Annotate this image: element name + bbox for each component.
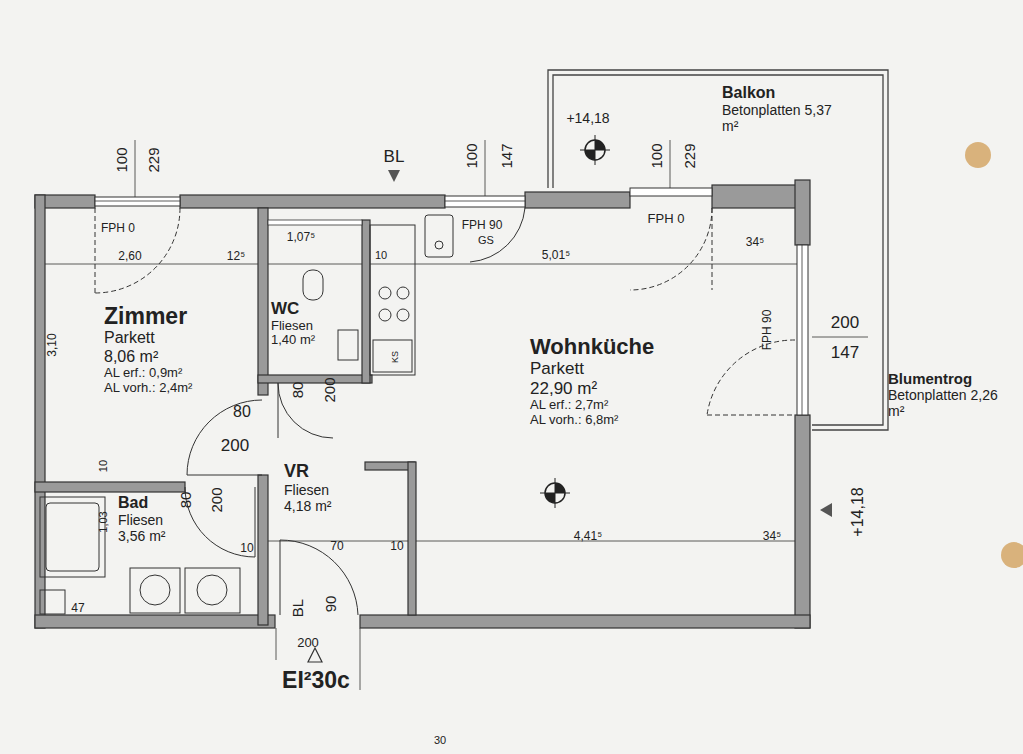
room-info: AL vorh.: 2,4m² — [104, 381, 195, 396]
room-label: VRFliesen4,18 m² — [284, 461, 334, 514]
dimension-label: 229 — [146, 147, 161, 172]
dimension-label: 10 — [390, 540, 403, 552]
dimension-label: GS — [478, 235, 494, 246]
room-name: VR — [284, 461, 334, 482]
dimension-label: BL — [290, 599, 305, 617]
dimension-label: FPH 0 — [648, 212, 685, 225]
room-label: WohnkücheParkett22,90 m²AL erf.: 2,7m²AL… — [530, 334, 657, 428]
room-info: AL erf.: 2,7m² — [530, 398, 657, 413]
dimension-label: 147 — [499, 143, 514, 168]
dimension-label: 4,41⁵ — [574, 530, 602, 542]
dimension-label: 3,10 — [46, 333, 58, 356]
room-label: ZimmerParkett8,06 m²AL erf.: 0,9m²AL vor… — [104, 303, 195, 396]
room-label: WCFliesen1,40 m² — [271, 299, 318, 348]
dimension-label: 200 — [209, 487, 224, 512]
room-info: Betonplatten 5,37 m² — [722, 102, 842, 134]
dimension-label: 1,03 — [98, 511, 109, 532]
dimension-label: KS — [391, 351, 400, 363]
dimension-label: 12⁵ — [227, 250, 245, 262]
room-info: 4,18 m² — [284, 498, 334, 514]
dimension-label: 80 — [290, 382, 305, 399]
room-name: Balkon — [722, 84, 842, 102]
room-info: 1,40 m² — [271, 333, 318, 348]
room-info: 8,06 m² — [104, 348, 195, 366]
dimension-label: 1,07⁵ — [287, 231, 315, 243]
dimension-label: 229 — [682, 143, 697, 168]
dimension-label: 200 — [831, 314, 859, 331]
room-name: Wohnküche — [530, 334, 657, 359]
room-name: Bad — [118, 494, 168, 512]
room-info: AL erf.: 0,9m² — [104, 366, 195, 381]
room-info: Fliesen — [284, 482, 334, 498]
dimension-label: 100 — [649, 143, 664, 168]
dimension-label: 100 — [114, 147, 129, 172]
dimension-label: 200 — [297, 636, 319, 649]
dimension-label: 80 — [233, 404, 251, 420]
room-info: 3,56 m² — [118, 528, 168, 544]
dimension-label: 100 — [464, 143, 479, 168]
dimension-label: 10 — [98, 460, 109, 472]
dimension-label: 70 — [330, 540, 343, 552]
room-name: Blumentrog — [888, 370, 1003, 387]
room-name: Zimmer — [104, 303, 195, 329]
room-info: Fliesen — [271, 319, 318, 334]
dimension-label: 2,60 — [118, 250, 141, 262]
dimension-label: 10 — [240, 542, 253, 554]
dimension-label: FPH 0 — [101, 222, 135, 234]
dimension-label: 90 — [323, 596, 338, 613]
room-info: 22,90 m² — [530, 379, 657, 399]
dimension-label: +14,18 — [850, 487, 866, 536]
dimension-label: +14,18 — [566, 111, 609, 125]
dimension-label: 147 — [831, 344, 859, 361]
room-name: WC — [271, 299, 318, 319]
dimension-label: FPH 90 — [761, 310, 773, 351]
dimension-label: BL — [384, 148, 405, 165]
dimension-label: 34⁵ — [746, 236, 764, 248]
dimension-label: 200 — [322, 377, 337, 402]
dimension-label: 5,01⁵ — [542, 249, 570, 261]
dimension-label: EI²30c — [282, 669, 350, 692]
room-label: BalkonBetonplatten 5,37 m² — [722, 84, 842, 135]
dimension-label: 200 — [221, 437, 249, 454]
room-info: Fliesen — [118, 512, 168, 528]
dimension-label: 10 — [375, 250, 387, 261]
dimension-label: 47 — [71, 602, 84, 614]
room-info: AL vorh.: 6,8m² — [530, 413, 657, 428]
dimension-label: 30 — [434, 735, 446, 746]
dimension-label: 34⁵ — [763, 530, 781, 542]
dimension-label: 80 — [178, 492, 193, 509]
dimension-label: FPH 90 — [462, 219, 503, 231]
room-info: Parkett — [530, 359, 657, 379]
room-label: BadFliesen3,56 m² — [118, 494, 168, 545]
room-label: BlumentrogBetonplatten 2,26 m² — [888, 370, 1003, 419]
room-info: Betonplatten 2,26 m² — [888, 387, 1003, 419]
room-info: Parkett — [104, 329, 195, 347]
